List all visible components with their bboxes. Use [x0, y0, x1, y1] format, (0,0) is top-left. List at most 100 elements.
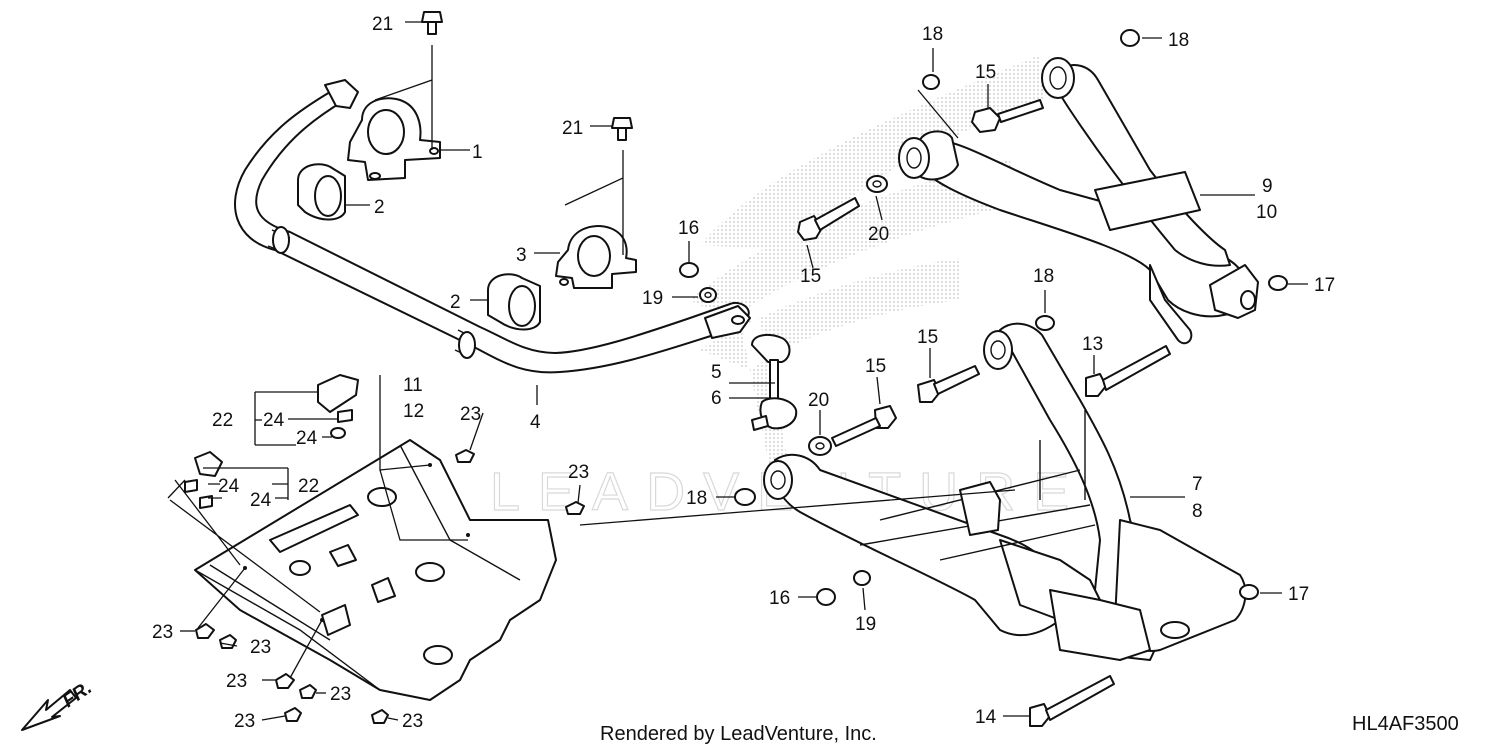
callout-23: 23 — [226, 671, 247, 692]
callout-23: 23 — [460, 404, 481, 425]
bar-bushing-2a[interactable] — [297, 163, 346, 221]
washer-20a[interactable] — [866, 175, 888, 193]
callout-7: 7 — [1192, 474, 1203, 495]
flange-bolt-13[interactable] — [1085, 373, 1107, 397]
bar-collar-left — [272, 226, 290, 254]
callout-labels: 21 1 2 21 3 2 4 16 19 5 6 20 15 18 15 18… — [152, 14, 1335, 732]
clip-24b[interactable] — [330, 427, 346, 439]
callout-22: 22 — [298, 476, 319, 497]
lower-arm[interactable] — [763, 322, 1247, 661]
screw-23f[interactable] — [299, 684, 317, 699]
callout-20: 20 — [868, 224, 889, 245]
callout-13: 13 — [1082, 334, 1103, 355]
callout-21: 21 — [562, 118, 583, 139]
bar-holder-1[interactable] — [347, 97, 441, 181]
screw-23g[interactable] — [284, 707, 302, 722]
callout-23: 23 — [234, 711, 255, 732]
diagram-code: HL4AF3500 — [1352, 713, 1459, 735]
bar-holder-3[interactable] — [555, 225, 637, 289]
callout-23: 23 — [402, 711, 423, 732]
bar-end-left — [324, 79, 359, 109]
callout-12: 12 — [403, 401, 424, 422]
bar-end-right — [704, 305, 751, 339]
callout-23: 23 — [330, 684, 351, 705]
callout-19: 19 — [855, 614, 876, 635]
screw-23h[interactable] — [371, 709, 389, 724]
washer-19a[interactable] — [699, 287, 717, 303]
callout-16: 16 — [769, 588, 790, 609]
lower-arm-bushing-rear — [983, 330, 1013, 370]
flange-bolt-14[interactable] — [1029, 703, 1051, 727]
front-arrow-icon — [21, 689, 77, 731]
washer-20b[interactable] — [808, 436, 832, 456]
stabilizer-bar[interactable] — [234, 79, 751, 374]
callout-23: 23 — [568, 462, 589, 483]
callout-10: 10 — [1256, 202, 1277, 223]
callout-15: 15 — [917, 327, 938, 348]
nut-18c[interactable] — [1035, 315, 1055, 331]
screw-23c[interactable] — [195, 623, 215, 639]
callout-15: 15 — [865, 356, 886, 377]
clip-24c[interactable] — [184, 479, 198, 493]
bar-bushing-2b[interactable] — [487, 273, 541, 331]
nut-17b[interactable] — [1239, 584, 1259, 600]
callout-21: 21 — [372, 14, 393, 35]
callout-11: 11 — [403, 375, 423, 396]
leader-lines — [167, 21, 1308, 721]
screw-23b[interactable] — [565, 501, 585, 515]
callout-19: 19 — [642, 288, 663, 309]
clip-22a[interactable] — [317, 374, 359, 413]
clip-24a[interactable] — [337, 409, 353, 423]
callout-20: 20 — [808, 390, 829, 411]
upper-arm-bushing-front — [898, 137, 930, 179]
clip-24d[interactable] — [199, 495, 213, 509]
callout-24: 24 — [296, 428, 318, 449]
nut-18a[interactable] — [922, 74, 940, 90]
callout-15: 15 — [800, 266, 821, 287]
callout-3: 3 — [516, 245, 527, 266]
stabilizer-link[interactable] — [751, 333, 798, 431]
callout-18: 18 — [1033, 266, 1054, 287]
callout-1: 1 — [472, 142, 483, 163]
callout-17: 17 — [1314, 275, 1335, 296]
callout-22: 22 — [212, 410, 233, 431]
screw-23a[interactable] — [455, 449, 475, 463]
nut-17a[interactable] — [1268, 275, 1288, 291]
nut-16a[interactable] — [679, 262, 699, 278]
callout-23: 23 — [250, 637, 271, 658]
flange-bolt-21b[interactable] — [611, 117, 633, 141]
flange-bolt-15a[interactable] — [971, 107, 1001, 133]
skid-plate[interactable] — [194, 439, 557, 701]
callout-24: 24 — [218, 476, 240, 497]
callout-24: 24 — [263, 410, 285, 431]
callout-18: 18 — [686, 488, 707, 509]
callout-9: 9 — [1262, 176, 1273, 197]
upper-arm[interactable] — [898, 57, 1259, 345]
rendered-by-credit: Rendered by LeadVenture, Inc. — [600, 723, 877, 745]
lower-arm-bushing-front — [763, 460, 793, 500]
front-direction-marker: FR. — [21, 677, 96, 731]
flange-bolt-21a[interactable] — [421, 11, 443, 35]
callout-16: 16 — [678, 218, 699, 239]
callout-6: 6 — [711, 388, 722, 409]
callout-4: 4 — [530, 412, 541, 433]
bar-collar-right — [458, 331, 476, 359]
callout-2: 2 — [374, 197, 385, 218]
nut-16b[interactable] — [816, 588, 836, 606]
screw-23e[interactable] — [275, 673, 295, 689]
callout-5: 5 — [711, 362, 722, 383]
callout-18: 18 — [1168, 30, 1189, 51]
callout-17: 17 — [1288, 584, 1309, 605]
callout-18: 18 — [922, 24, 943, 45]
nut-18d[interactable] — [734, 488, 756, 506]
callout-24: 24 — [250, 490, 272, 511]
clip-22b[interactable] — [194, 451, 223, 477]
washer-19b[interactable] — [853, 570, 871, 586]
watermark-wing-shape — [690, 55, 1045, 470]
nut-18b[interactable] — [1120, 29, 1140, 47]
callout-8: 8 — [1192, 501, 1203, 522]
upper-arm-bushing-rear — [1041, 57, 1075, 99]
callout-14: 14 — [975, 707, 997, 728]
callout-15: 15 — [975, 62, 996, 83]
